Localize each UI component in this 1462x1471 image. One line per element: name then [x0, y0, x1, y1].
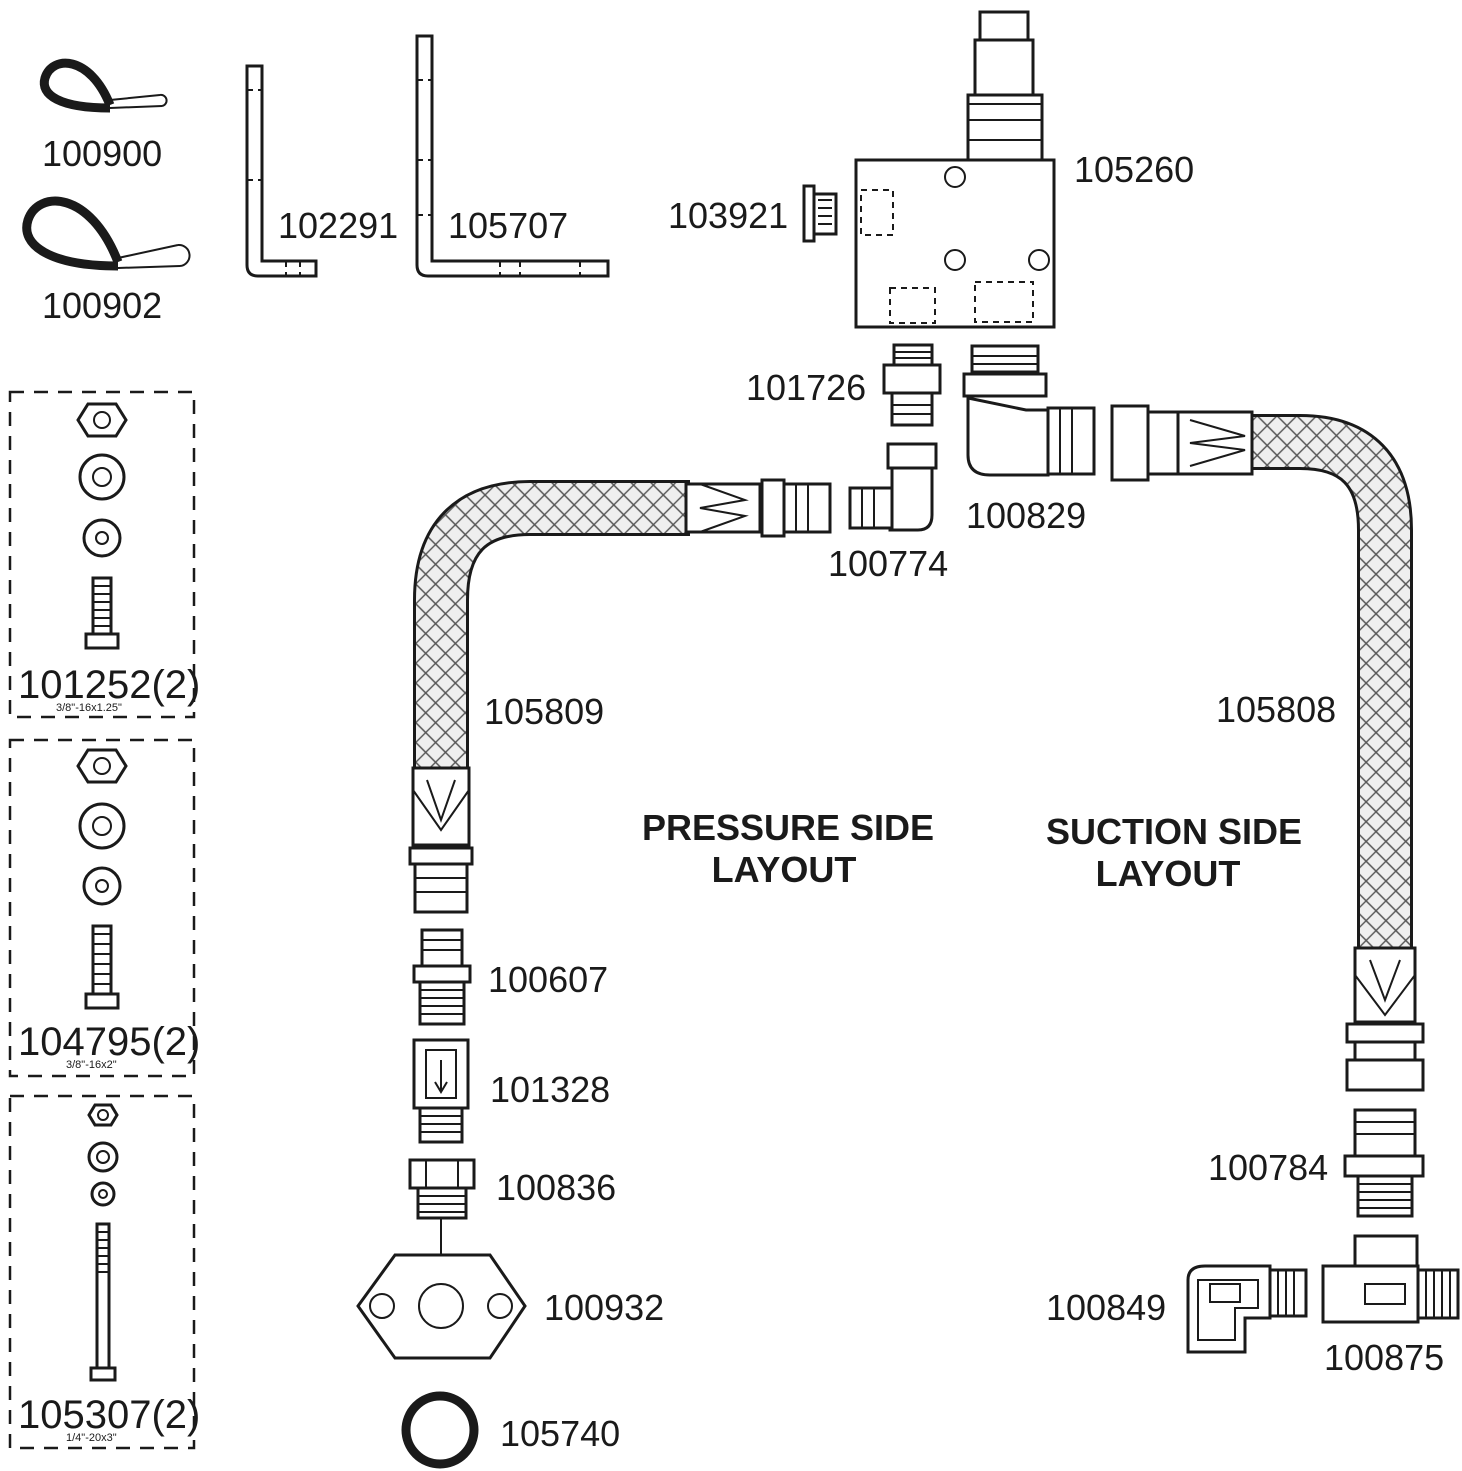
- bracket-105707: [415, 34, 610, 278]
- label-105809: 105809: [484, 691, 604, 732]
- suction-title-line2: LAYOUT: [1096, 853, 1241, 894]
- tee-100875: [1321, 1234, 1460, 1324]
- elbow-100849: [1186, 1264, 1308, 1354]
- kit-1-part: 101252(2): [18, 663, 200, 707]
- label-100774: 100774: [828, 543, 948, 584]
- fitting-101726: [882, 343, 942, 427]
- label-100849: 100849: [1046, 1287, 1166, 1328]
- hose-105808: [1110, 404, 1425, 1092]
- fitting-100784: [1343, 1108, 1425, 1218]
- clamp-100900: [39, 58, 168, 113]
- suction-title-line1: SUCTION SIDE: [1046, 811, 1302, 852]
- label-100932: 100932: [544, 1287, 664, 1328]
- o-ring-105740: [401, 1391, 479, 1469]
- label-100607: 100607: [488, 959, 608, 1000]
- label-101726: 101726: [746, 367, 866, 408]
- bracket-102291: [245, 64, 318, 278]
- hardware-kit-2: [8, 738, 196, 1078]
- clamp-100902: [22, 196, 191, 271]
- kit-3-spec: 1/4"-20x3": [66, 1432, 117, 1444]
- kit-2-part: 104795(2): [18, 1020, 200, 1064]
- label-100875: 100875: [1324, 1337, 1444, 1378]
- kit-1-spec: 3/8"-16x1.25": [56, 702, 122, 714]
- hardware-kit-3: [8, 1094, 196, 1450]
- kit-2-spec: 3/8"-16x2": [66, 1059, 117, 1071]
- elbow-100829: [962, 344, 1096, 477]
- label-103921: 103921: [668, 195, 788, 236]
- label-100902: 100902: [42, 285, 162, 326]
- label-100829: 100829: [966, 495, 1086, 536]
- label-100836: 100836: [496, 1167, 616, 1208]
- fitting-100607: [412, 928, 472, 1026]
- fitting-100836: [408, 1158, 476, 1270]
- plug-103921: [802, 184, 838, 243]
- check-valve-101328: [412, 1038, 470, 1144]
- hardware-kit-1: [8, 390, 196, 719]
- label-105260: 105260: [1074, 149, 1194, 190]
- kit-3-part: 105307(2): [18, 1393, 200, 1437]
- label-105707: 105707: [448, 205, 568, 246]
- flange-100932: [356, 1253, 527, 1360]
- label-102291: 102291: [278, 205, 398, 246]
- hose-105809: [408, 478, 832, 914]
- label-105740: 105740: [500, 1413, 620, 1454]
- label-101328: 101328: [490, 1069, 610, 1110]
- pressure-title-line1: PRESSURE SIDE: [642, 807, 934, 848]
- label-100784: 100784: [1208, 1147, 1328, 1188]
- pressure-title-line2: LAYOUT: [712, 849, 857, 890]
- label-100900: 100900: [42, 133, 162, 174]
- label-105808: 105808: [1216, 689, 1336, 730]
- elbow-100774: [848, 442, 938, 532]
- valve-block-105260: [854, 10, 1056, 329]
